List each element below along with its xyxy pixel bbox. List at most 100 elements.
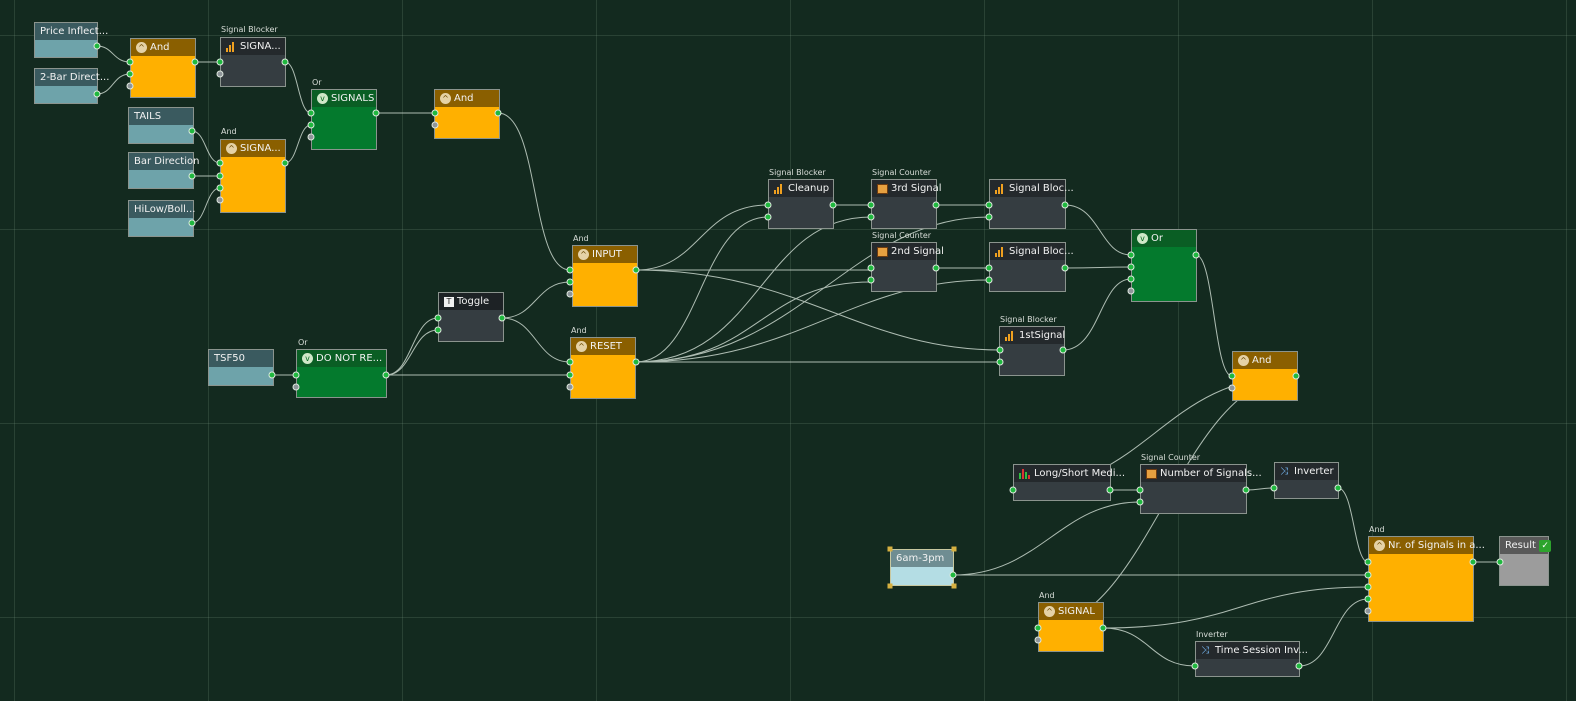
input-port[interactable] xyxy=(764,213,772,221)
and-reset-node[interactable]: ^RESET xyxy=(570,337,636,399)
input-port[interactable] xyxy=(566,358,574,366)
output-port[interactable] xyxy=(632,266,640,274)
input-port[interactable] xyxy=(985,201,993,209)
resize-handle[interactable] xyxy=(887,546,893,552)
input-port[interactable] xyxy=(434,326,442,334)
two-bar-direction-node[interactable]: 2-Bar Direct... xyxy=(34,68,109,104)
input-port[interactable] xyxy=(867,213,875,221)
input-port[interactable] xyxy=(1127,251,1135,259)
input-port[interactable] xyxy=(1034,624,1042,632)
bar-direction-node[interactable]: Bar Direction xyxy=(128,152,199,189)
output-port[interactable] xyxy=(1242,486,1250,494)
input-port[interactable] xyxy=(566,371,574,379)
input-port[interactable] xyxy=(1127,287,1135,295)
input-port[interactable] xyxy=(1364,595,1372,603)
output-port[interactable] xyxy=(1334,484,1342,492)
output-port[interactable] xyxy=(93,42,101,50)
input-port[interactable] xyxy=(996,358,1004,366)
input-port[interactable] xyxy=(566,266,574,274)
input-port[interactable] xyxy=(431,121,439,129)
resize-handle[interactable] xyxy=(887,583,893,589)
number-of-signals-node[interactable]: Number of Signals... xyxy=(1140,464,1262,514)
input-port[interactable] xyxy=(985,213,993,221)
input-port[interactable] xyxy=(1364,607,1372,615)
input-port[interactable] xyxy=(216,58,224,66)
input-port[interactable] xyxy=(764,201,772,209)
and-input-node[interactable]: ^INPUT xyxy=(572,245,638,307)
input-port[interactable] xyxy=(307,121,315,129)
input-port[interactable] xyxy=(985,276,993,284)
long-short-median-node[interactable]: Long/Short Medi... xyxy=(1013,464,1125,501)
input-port[interactable] xyxy=(1127,263,1135,271)
output-port[interactable] xyxy=(281,159,289,167)
resize-handle[interactable] xyxy=(951,583,957,589)
output-port[interactable] xyxy=(1099,624,1107,632)
output-port[interactable] xyxy=(1292,372,1300,380)
input-port[interactable] xyxy=(566,383,574,391)
output-port[interactable] xyxy=(1059,346,1067,354)
input-port[interactable] xyxy=(307,109,315,117)
input-port[interactable] xyxy=(566,290,574,298)
output-port[interactable] xyxy=(188,219,196,227)
input-port[interactable] xyxy=(1009,486,1017,494)
input-port[interactable] xyxy=(1364,583,1372,591)
input-port[interactable] xyxy=(126,58,134,66)
signal-blocker-signa-node[interactable]: SIGNA... xyxy=(220,37,286,87)
resize-handle[interactable] xyxy=(951,546,957,552)
output-port[interactable] xyxy=(632,358,640,366)
input-port[interactable] xyxy=(985,264,993,272)
input-port[interactable] xyxy=(867,276,875,284)
and-node-3[interactable]: ^And xyxy=(434,89,500,139)
session-6am-3pm-node[interactable]: 6am-3pm xyxy=(890,549,954,586)
input-port[interactable] xyxy=(566,278,574,286)
hilow-bollinger-node[interactable]: HiLow/Boll... xyxy=(128,200,195,237)
cleanup-node[interactable]: Cleanup xyxy=(768,179,834,229)
input-port[interactable] xyxy=(1034,636,1042,644)
output-port[interactable] xyxy=(268,371,276,379)
input-port[interactable] xyxy=(1127,275,1135,283)
input-port[interactable] xyxy=(216,70,224,78)
output-port[interactable] xyxy=(932,264,940,272)
input-port[interactable] xyxy=(431,109,439,117)
output-port[interactable] xyxy=(494,109,502,117)
output-port[interactable] xyxy=(949,571,957,579)
output-port[interactable] xyxy=(1061,264,1069,272)
input-port[interactable] xyxy=(1364,571,1372,579)
input-port[interactable] xyxy=(292,383,300,391)
price-inflection-node[interactable]: Price Inflect... xyxy=(34,22,108,58)
third-signal-node[interactable]: 3rd Signal xyxy=(871,179,942,229)
input-port[interactable] xyxy=(1496,558,1504,566)
and-nr-of-signals-node[interactable]: ^Nr. of Signals in a... xyxy=(1368,536,1485,622)
output-port[interactable] xyxy=(93,90,101,98)
output-port[interactable] xyxy=(281,58,289,66)
output-port[interactable] xyxy=(1469,558,1477,566)
output-port[interactable] xyxy=(382,371,390,379)
output-port[interactable] xyxy=(191,58,199,66)
input-port[interactable] xyxy=(126,82,134,90)
output-port[interactable] xyxy=(1192,251,1200,259)
output-port[interactable] xyxy=(932,201,940,209)
result-node[interactable]: Result ✓ xyxy=(1499,536,1552,586)
and-node-1[interactable]: ^And xyxy=(130,38,196,98)
input-port[interactable] xyxy=(434,314,442,322)
tsf50-node[interactable]: TSF50 xyxy=(208,349,274,386)
time-session-inverter-node[interactable]: ⤨Time Session Inv... xyxy=(1195,641,1308,677)
input-port[interactable] xyxy=(216,184,224,192)
input-port[interactable] xyxy=(216,172,224,180)
input-port[interactable] xyxy=(867,201,875,209)
and-signa-node[interactable]: ^SIGNA... xyxy=(220,139,286,213)
input-port[interactable] xyxy=(1270,484,1278,492)
inverter-node[interactable]: ⤨Inverter xyxy=(1274,462,1339,499)
input-port[interactable] xyxy=(126,70,134,78)
input-port[interactable] xyxy=(1228,384,1236,392)
input-port[interactable] xyxy=(1191,662,1199,670)
output-port[interactable] xyxy=(188,172,196,180)
input-port[interactable] xyxy=(867,264,875,272)
output-port[interactable] xyxy=(829,201,837,209)
second-signal-node[interactable]: 2nd Signal xyxy=(871,242,944,292)
output-port[interactable] xyxy=(498,314,506,322)
input-port[interactable] xyxy=(996,346,1004,354)
